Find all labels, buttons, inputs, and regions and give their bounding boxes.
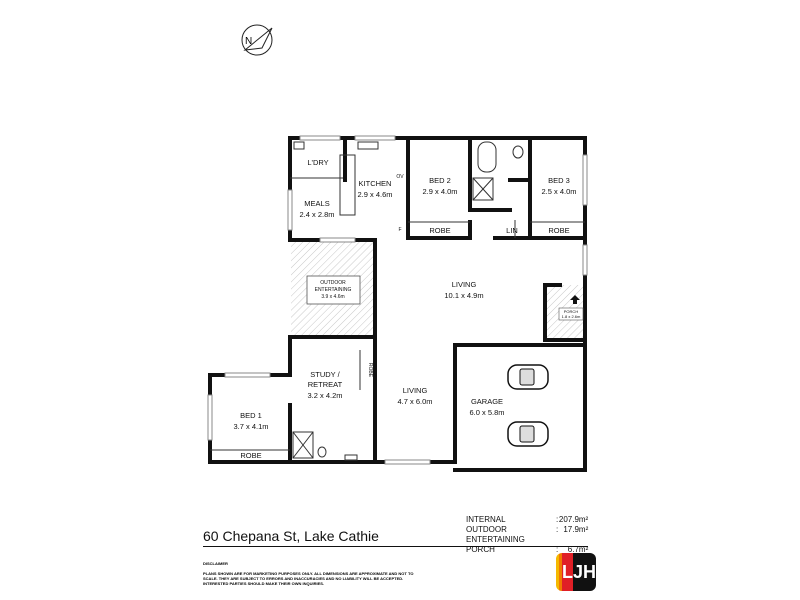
- room-label: BED 2: [429, 176, 451, 185]
- area-summary: INTERNAL:207.9m² OUTDOOR ENTERTAINING:17…: [466, 515, 588, 555]
- fixtures: [293, 141, 524, 461]
- property-address: 60 Chepana St, Lake Cathie: [203, 528, 379, 544]
- car-icon: [507, 421, 549, 447]
- room-label: STUDY /: [310, 370, 340, 379]
- room-size: 3.2 x 4.2m: [307, 391, 342, 400]
- room-label: LIN: [506, 226, 518, 235]
- windows: [207, 135, 588, 465]
- ljh-logo: L JH: [556, 553, 596, 591]
- walls: [208, 136, 587, 472]
- room-label: BED 3: [548, 176, 570, 185]
- area-row: OUTDOOR ENTERTAINING:17.9m²: [466, 525, 589, 544]
- room-size: 4.7 x 6.0m: [397, 397, 432, 406]
- robe-label: ROBE: [429, 226, 450, 235]
- room-label: L'DRY: [307, 158, 328, 167]
- room-label: OUTDOOR: [320, 280, 346, 286]
- area-row: INTERNAL:207.9m²: [466, 515, 589, 524]
- entry-arrow-icon: [570, 295, 580, 304]
- room-size: 3.7 x 4.1m: [233, 422, 268, 431]
- disclaimer-text: PLANS SHOWN ARE FOR MARKETING PURPOSES O…: [203, 571, 414, 586]
- divider: [203, 546, 588, 547]
- car-icon: [507, 364, 549, 390]
- room-label: LIVING: [452, 280, 477, 289]
- room-label: KITCHEN: [359, 179, 392, 188]
- room-label: ENTERTAINING: [315, 287, 352, 293]
- room-label: RETREAT: [308, 380, 343, 389]
- room-size: 2.5 x 4.0m: [541, 187, 576, 196]
- room-size: 2.9 x 4.6m: [357, 190, 392, 199]
- room-label: GARAGE: [471, 397, 503, 406]
- disclaimer-title: DISCLAIMER: [203, 561, 228, 566]
- room-size: 2.4 x 2.8m: [299, 210, 334, 219]
- room-size: 3.9 x 4.6m: [321, 294, 344, 300]
- robe-label: ROBE: [240, 451, 261, 460]
- room-label: BED 1: [240, 411, 262, 420]
- svg-text:N: N: [245, 36, 252, 47]
- room-size: 6.0 x 5.8m: [469, 408, 504, 417]
- oven-label: OV: [396, 174, 404, 180]
- fridge-label: F: [398, 227, 401, 233]
- robe-label: ROBE: [548, 226, 569, 235]
- north-arrow-icon: N: [241, 24, 273, 56]
- room-label: PORCH: [564, 309, 579, 314]
- room-size: 2.9 x 4.0m: [422, 187, 457, 196]
- room-size: 1.8 x 2.6m: [562, 314, 581, 319]
- room-label: LIVING: [403, 386, 428, 395]
- robe-label: ROBE: [367, 363, 373, 378]
- area-row: PORCH:6.7m²: [466, 545, 589, 554]
- room-label: MEALS: [304, 199, 329, 208]
- room-size: 10.1 x 4.9m: [444, 291, 483, 300]
